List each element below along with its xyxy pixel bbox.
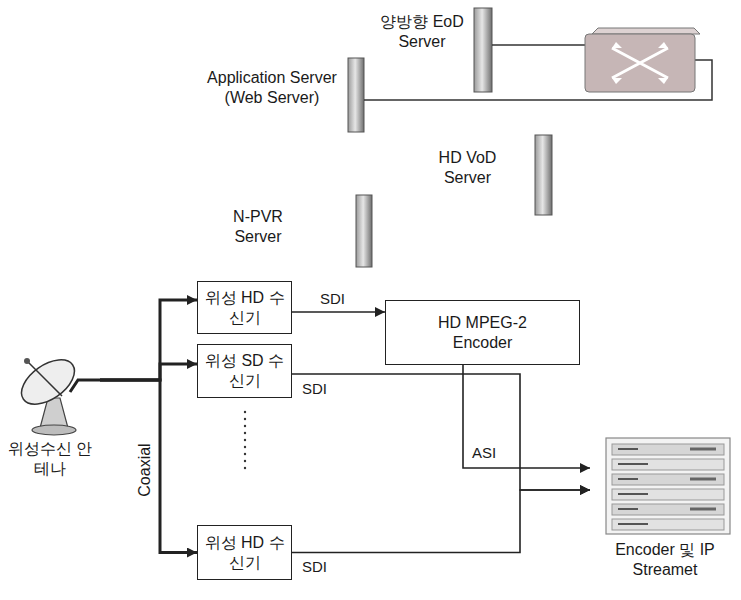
dot [244, 411, 246, 413]
server-tower [535, 135, 552, 215]
dot [244, 467, 246, 469]
node-text: Encoder 및 IP Streamet [615, 540, 715, 580]
antenna-feed [28, 362, 62, 396]
antenna-lnb [24, 358, 30, 364]
signal-label: ASI [470, 444, 498, 462]
receiver-box: 위성 HD 수신기 [197, 281, 292, 334]
signal-label: SDI [300, 558, 329, 576]
receiver-box: 위성 HD 수신기 [197, 525, 292, 580]
rack-indicators [618, 449, 648, 524]
dot [244, 418, 246, 420]
dot [244, 460, 246, 462]
server-label: N-PVR Server [218, 207, 298, 247]
server-tower [474, 8, 492, 92]
connector [292, 374, 590, 490]
streamer-node: Encoder 및 IP Streamet [590, 432, 740, 584]
antenna-dish [14, 351, 83, 413]
node-text: 위성 HD 수신기 [203, 288, 286, 328]
server-tower [356, 195, 372, 267]
signal-label: SDI [318, 290, 347, 308]
network-wire [492, 44, 585, 46]
switch-body [585, 34, 695, 92]
connector [100, 380, 197, 553]
node-text: HD MPEG-2 Encoder [424, 313, 542, 353]
connector [100, 364, 197, 380]
rack-equipment [606, 438, 730, 534]
antenna-base [32, 425, 76, 435]
receiver-box: 위성 SD 수신기 [197, 344, 292, 398]
antenna-node: 위성수신 안테나 [0, 355, 100, 483]
switch-top [592, 28, 700, 34]
switch-arrows [612, 48, 668, 78]
signal-label: SDI [300, 380, 329, 398]
ellipsis-dots [244, 411, 246, 469]
dot [244, 425, 246, 427]
node-text: 위성 SD 수신기 [203, 351, 286, 391]
dot [244, 446, 246, 448]
server-label: HD VoD Server [425, 148, 510, 188]
switch-symbol [585, 28, 700, 92]
dot [244, 432, 246, 434]
cable-label: Coaxial [135, 435, 155, 505]
node-text: 위성수신 안테나 [0, 439, 100, 479]
rack-indicators [690, 449, 716, 509]
server-label: 양방향 EoD Server [372, 12, 472, 52]
switch-arrowheads [612, 42, 668, 84]
connector [292, 490, 590, 553]
node-text: 위성 HD 수신기 [203, 533, 286, 573]
server-label: Application Server (Web Server) [203, 68, 341, 108]
server-tower [348, 58, 364, 132]
connector [292, 311, 385, 313]
connector [100, 300, 197, 380]
dot [244, 439, 246, 441]
encoder-box: HD MPEG-2 Encoder [385, 300, 580, 365]
antenna-cable [70, 380, 100, 392]
satellite-antenna [14, 351, 100, 435]
rack-frame [606, 438, 730, 534]
dot [244, 453, 246, 455]
connector [463, 365, 590, 468]
